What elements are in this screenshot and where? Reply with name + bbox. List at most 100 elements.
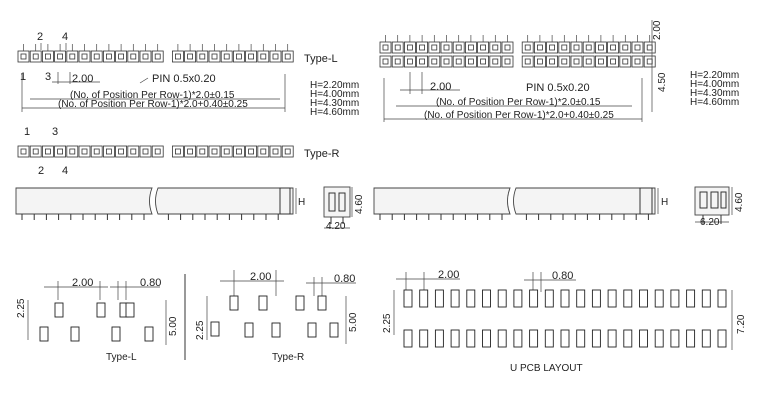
type-r-pin-row <box>17 145 294 158</box>
pin-square <box>573 58 580 65</box>
pin-square <box>106 53 112 60</box>
pcb-pad <box>701 329 711 348</box>
pcb-pad <box>623 289 633 308</box>
dual-row-side-view: H 4.60 6.20 <box>373 186 745 228</box>
pin-square <box>394 58 401 65</box>
end-view-width: 4.20 <box>326 221 346 232</box>
pcb-layout-type-l: 2.00 0.80 2.25 5.00 Type-L <box>16 277 179 363</box>
pcb-r-pitch: 2.00 <box>250 271 271 283</box>
height-option-4: H=4.60mm <box>310 107 359 118</box>
dual-height-4: H=4.60mm <box>690 97 739 108</box>
pcb-r-pads <box>210 295 339 338</box>
end-view-height: 4.60 <box>354 194 365 214</box>
type-r-label: Type-R <box>304 148 340 160</box>
pin-square <box>32 53 39 60</box>
pcb-pad <box>544 289 554 308</box>
pin-square <box>382 58 389 65</box>
pin-square <box>480 44 487 51</box>
pin-square <box>585 44 592 51</box>
pin-square <box>118 53 124 60</box>
pcb-l-pad: 0.80 <box>140 277 161 289</box>
pin-square <box>45 148 51 155</box>
pin-square <box>20 148 27 155</box>
pcb-l-span: 5.00 <box>168 316 179 336</box>
type-r-pin-label-3: 3 <box>52 126 58 138</box>
pin-label-1: 1 <box>20 71 26 83</box>
type-r-top-view: 1 3 Type-R 2 4 <box>17 126 340 177</box>
dual-side-h-label: H <box>661 197 668 208</box>
pin-square <box>610 44 616 51</box>
single-row-side-view: H 4.60 4.20 <box>15 186 365 232</box>
pin-square <box>394 44 401 51</box>
pin-square <box>45 53 51 60</box>
pcb-pad <box>450 329 460 348</box>
pcb-pad <box>466 289 476 308</box>
dual-pin-size: PIN 0.5x0.20 <box>526 82 590 94</box>
height-option-2: H=4.00mm <box>310 89 359 100</box>
pcb-u-pads <box>403 289 727 348</box>
side-h-label: H <box>298 197 305 208</box>
pcb-pad <box>686 289 696 308</box>
pin-square <box>260 53 267 60</box>
pcb-pad <box>529 329 539 348</box>
pin-square <box>431 44 438 51</box>
pcb-r-row-gap: 2.25 <box>195 320 206 340</box>
dual-height-2: H=4.00mm <box>690 79 739 90</box>
pin-square <box>419 44 426 51</box>
dim-positions-1: (No. of Position Per Row-1)*2.0±0.15 <box>70 90 235 101</box>
pcb-u-span: 7.20 <box>736 314 747 334</box>
pcb-u-pitch: 2.00 <box>438 269 459 281</box>
pitch-dim: 2.00 <box>72 73 93 85</box>
dual-pitch-dim: 2.00 <box>430 81 451 93</box>
pin-square <box>646 44 653 51</box>
pcb-u-row-gap: 2.25 <box>382 313 393 333</box>
pin-square <box>284 148 291 155</box>
pcb-pad <box>497 329 507 348</box>
pin-square <box>610 58 616 65</box>
pcb-pad <box>317 295 327 311</box>
pin-square <box>561 44 568 51</box>
end-view-single <box>323 186 351 218</box>
pcb-pad <box>717 289 727 308</box>
type-l-label: Type-L <box>304 53 338 65</box>
pcb-pad <box>591 329 601 348</box>
pin-square <box>93 148 100 155</box>
pin-square <box>455 58 462 65</box>
pin-square <box>142 53 149 60</box>
pin-square <box>57 148 63 155</box>
pcb-l-pitch: 2.00 <box>72 277 93 289</box>
side-body-right-part <box>155 187 294 215</box>
side-body-left-part <box>15 187 153 215</box>
pin-square <box>382 44 389 51</box>
pin-square <box>81 53 88 60</box>
pin-square <box>260 148 267 155</box>
dual-dim-4-50: 4.50 <box>657 72 668 92</box>
pin-square <box>81 148 88 155</box>
pcb-pad <box>513 289 523 308</box>
pcb-r-pad: 0.80 <box>334 273 355 285</box>
pin-square <box>199 53 206 60</box>
pin-square <box>467 44 474 51</box>
pin-square <box>646 58 653 65</box>
pcb-pad <box>607 329 617 348</box>
pcb-pad <box>607 289 617 308</box>
pin-square <box>235 148 242 155</box>
dual-row-upper <box>379 35 656 54</box>
pin-square <box>419 58 426 65</box>
pcb-layout-u: 2.00 0.80 2.25 7.20 U PCB LAYOUT <box>382 269 747 374</box>
pin-square <box>235 53 242 60</box>
dual-height-1: H=2.20mm <box>690 70 739 81</box>
type-l-top-view: 2 4 Type-L 1 3 2.00 PIN 0.5x0.20 (No. of… <box>17 31 359 118</box>
pin-square <box>537 44 543 51</box>
pcb-pad <box>717 329 727 348</box>
pin-square <box>284 53 291 60</box>
pin-square <box>598 44 604 51</box>
pin-square <box>622 44 629 51</box>
pin-square <box>223 148 230 155</box>
pin-square <box>443 58 450 65</box>
pin-square <box>634 44 641 51</box>
pcb-l-label: Type-L <box>106 352 137 363</box>
pcb-pad <box>271 322 281 338</box>
pin-square <box>130 53 137 60</box>
